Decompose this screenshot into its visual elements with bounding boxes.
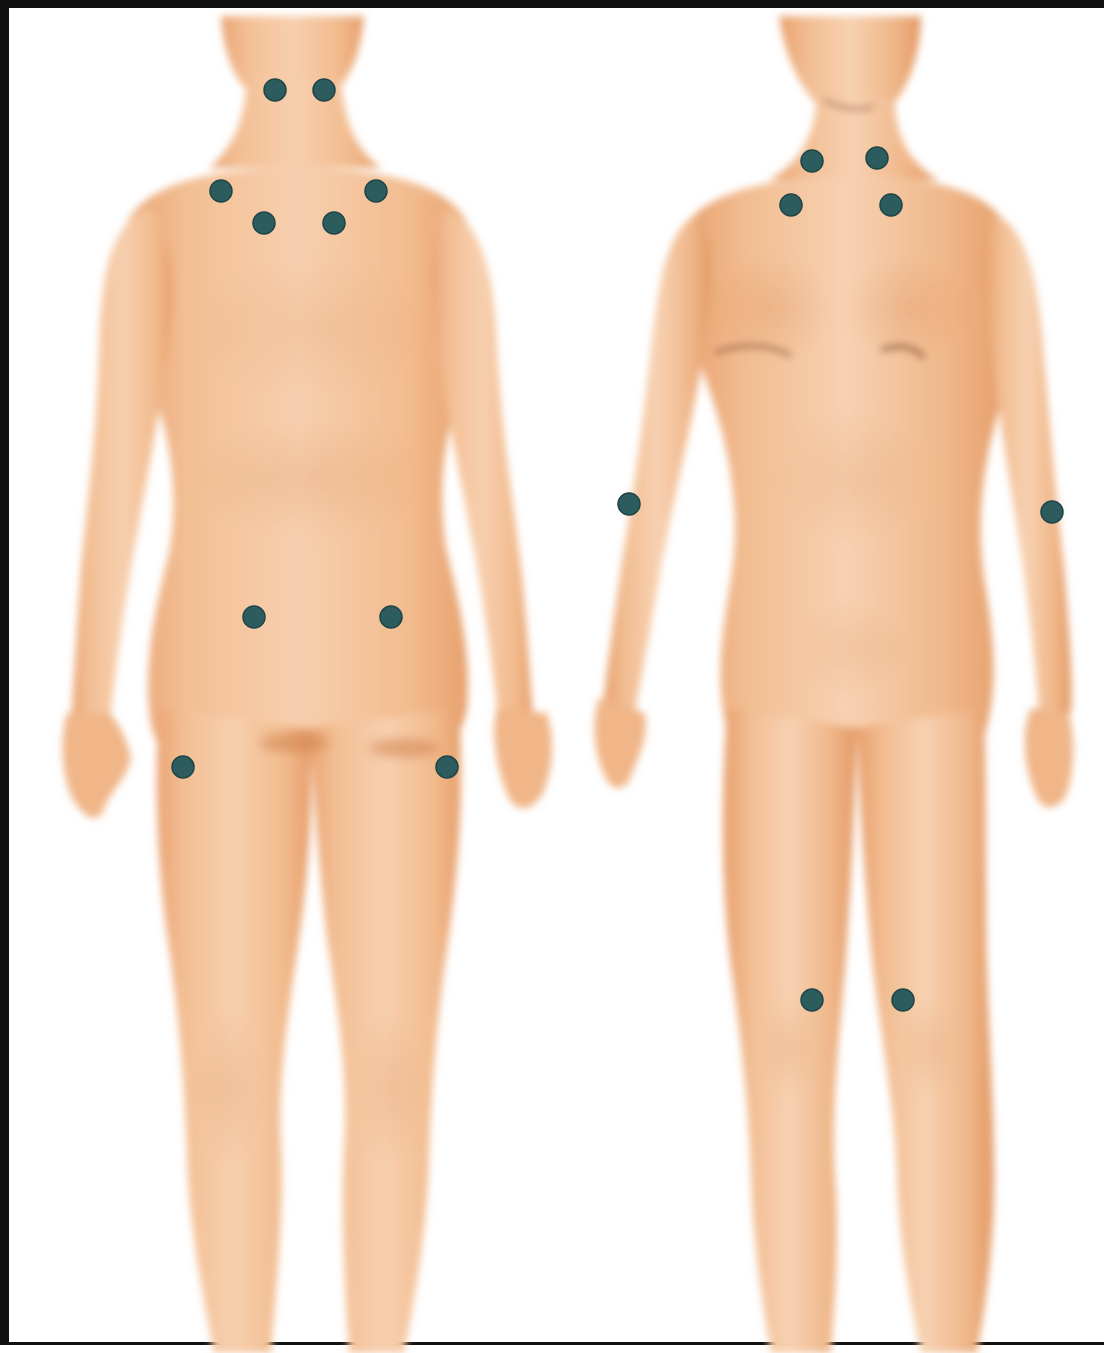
back-hand-left: [63, 713, 131, 818]
tender-point-dot-icon: [880, 194, 902, 216]
front-view-figure: [595, 16, 1074, 1353]
front-arm-right: [983, 213, 1071, 718]
back-head: [221, 16, 364, 88]
tender-point-dot-icon: [313, 79, 335, 101]
tender-point-dot-icon: [253, 212, 275, 234]
front-hand-right: [1025, 708, 1074, 807]
tender-point-dot-icon: [892, 989, 914, 1011]
back-hand-right: [494, 708, 552, 808]
body-diagram: [9, 8, 1104, 1353]
tender-point-dot-icon: [172, 756, 194, 778]
tender-point-dot-icon: [780, 194, 802, 216]
back-neck: [209, 78, 381, 168]
tender-point-dot-icon: [436, 756, 458, 778]
tender-point-dot-icon: [365, 180, 387, 202]
tender-point-dot-icon: [618, 493, 640, 515]
tender-point-dot-icon: [210, 180, 232, 202]
front-hand-left: [595, 698, 646, 788]
tender-point-dot-icon: [801, 150, 823, 172]
front-arm-left: [603, 213, 712, 718]
tender-point-dot-icon: [264, 79, 286, 101]
tender-point-dot-icon: [243, 606, 265, 628]
tender-point-dot-icon: [1041, 501, 1063, 523]
tender-point-dot-icon: [380, 606, 402, 628]
tender-point-dot-icon: [323, 212, 345, 234]
tender-point-dot-icon: [801, 989, 823, 1011]
tender-point-dot-icon: [866, 147, 888, 169]
back-view-figure: [63, 16, 552, 1353]
